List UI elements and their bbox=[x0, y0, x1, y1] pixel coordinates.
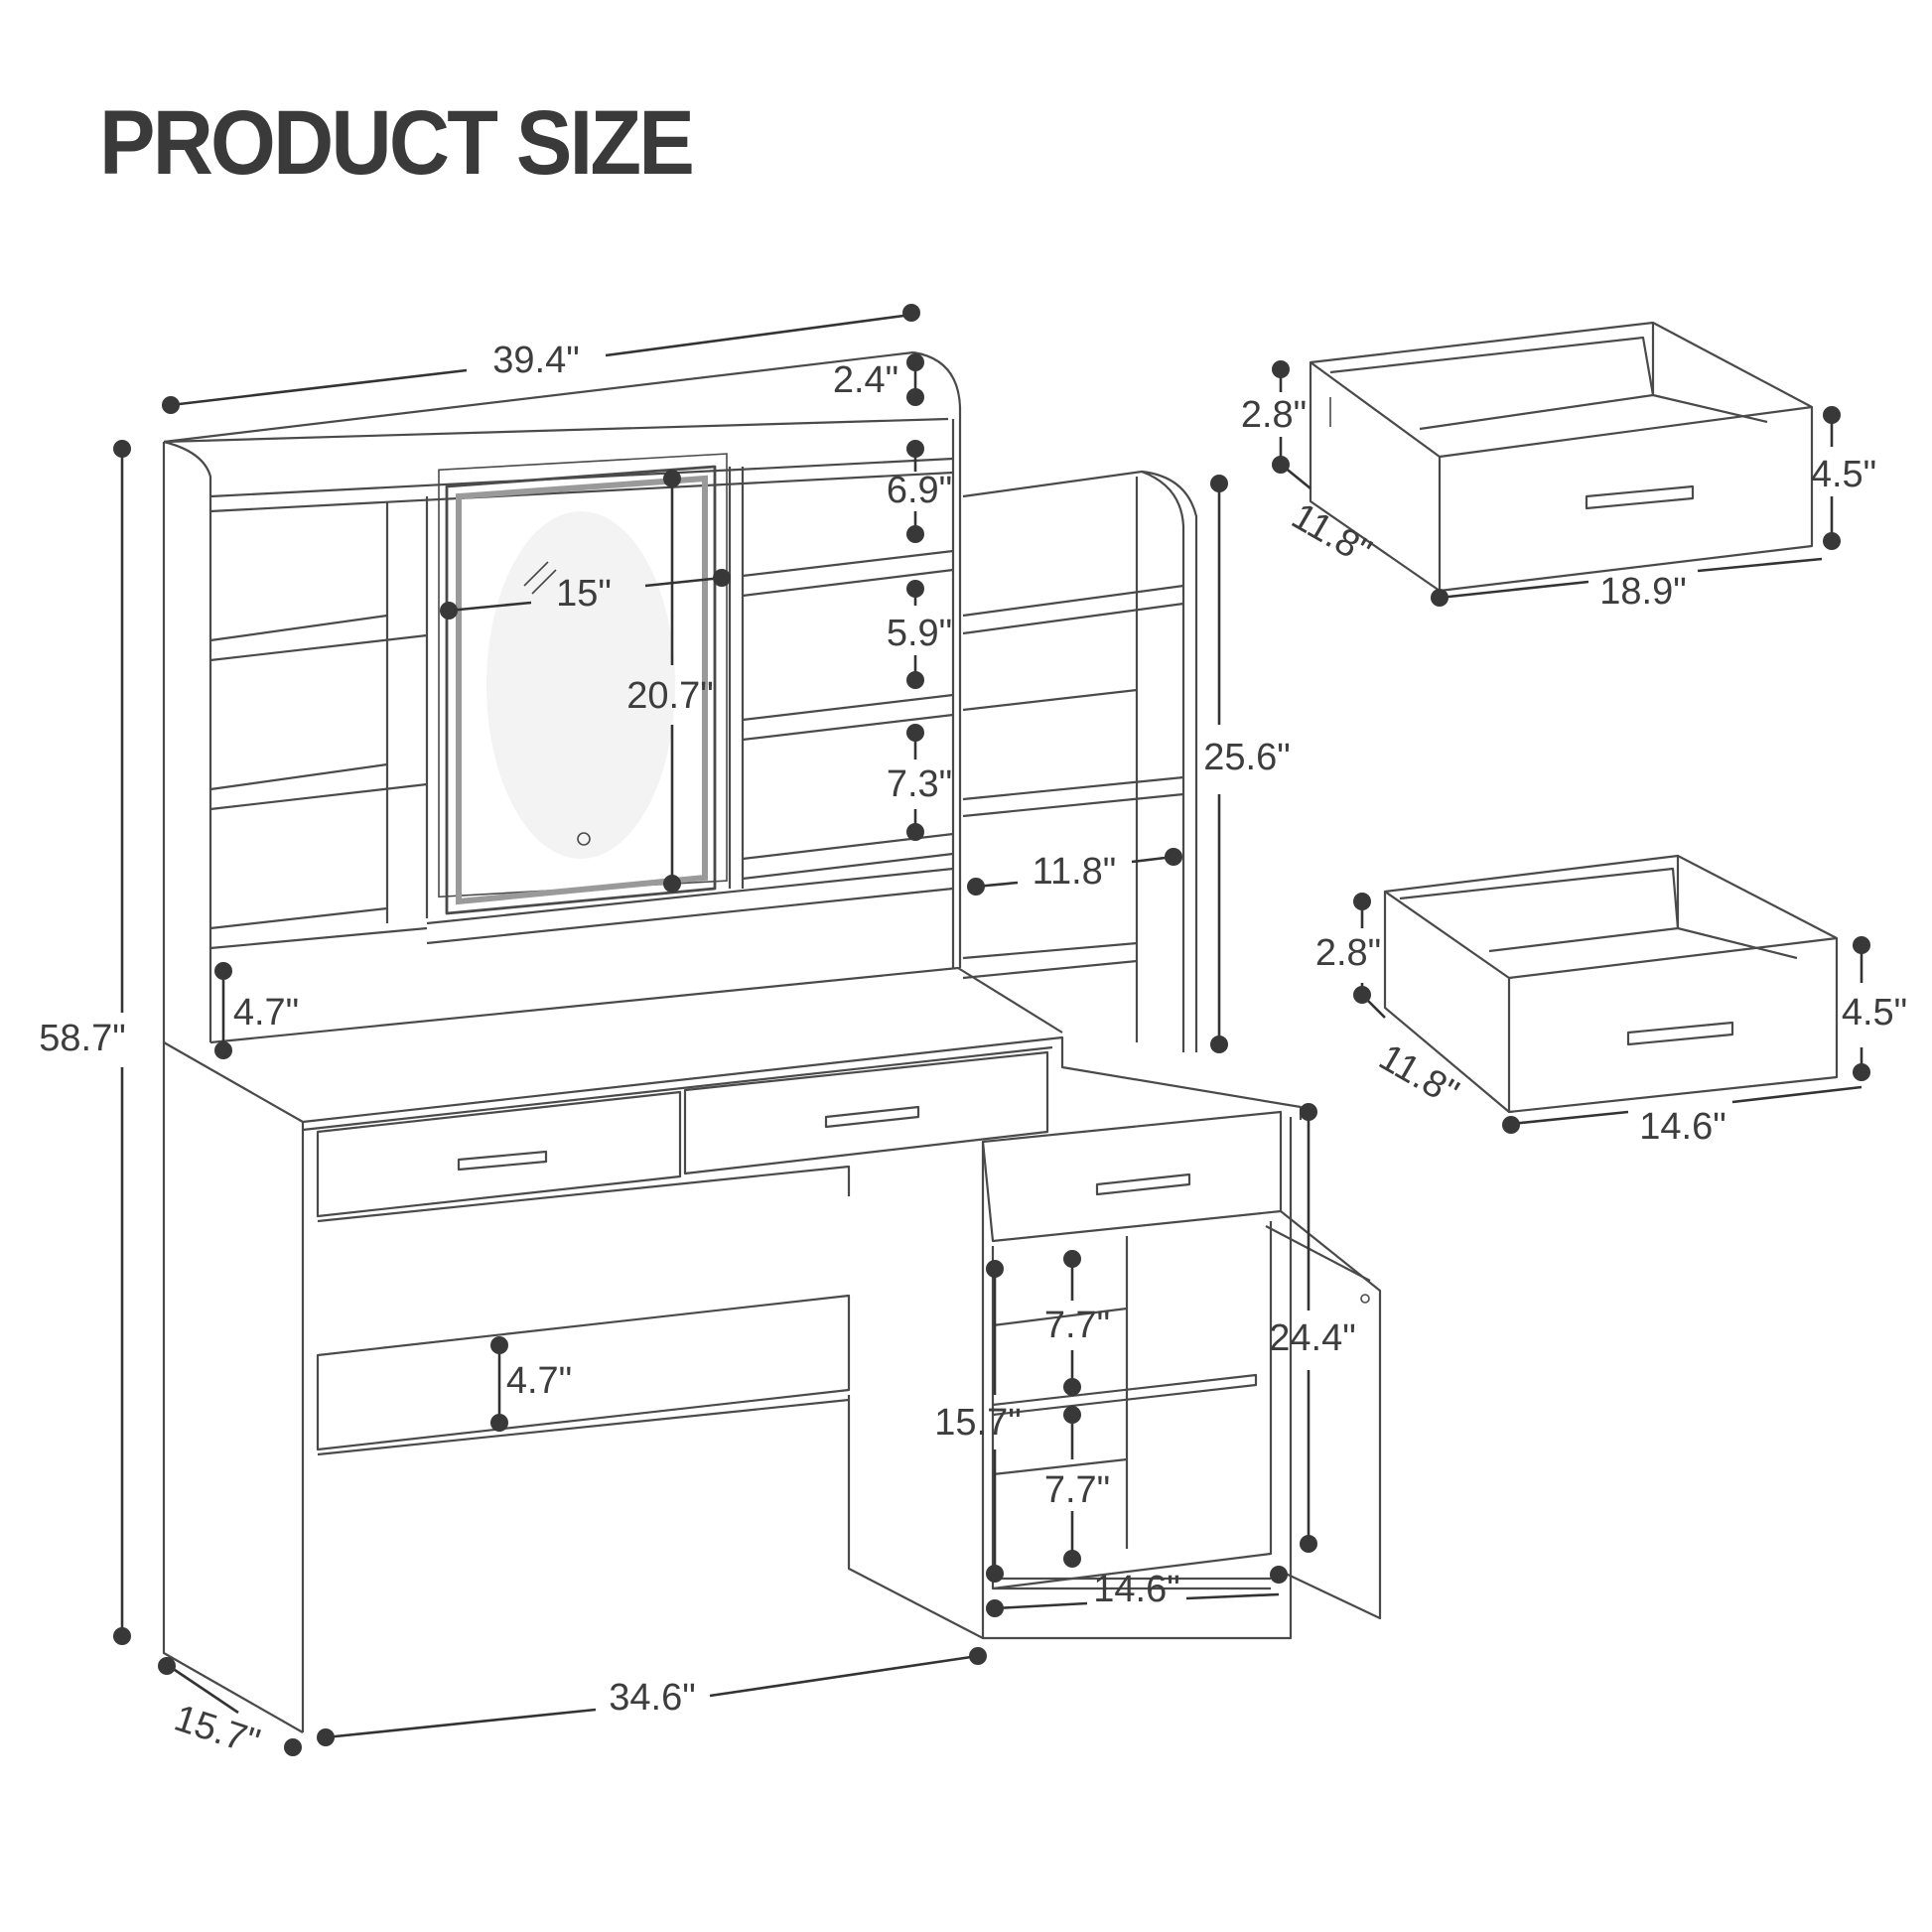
vanity-unit bbox=[162, 350, 1382, 1733]
middle-shelf-height-label: 5.9" bbox=[887, 613, 952, 654]
cabinet-interior-height-label: 15.7" bbox=[934, 1402, 1021, 1444]
lower-shelf-height-label: 7.3" bbox=[887, 763, 952, 805]
dimension-dots bbox=[113, 304, 1870, 1756]
overall-width-label: 39.4" bbox=[492, 340, 579, 381]
desk-depth-label: 15.7" bbox=[170, 1698, 265, 1764]
cabinet-interior-width-label: 14.6" bbox=[1093, 1569, 1179, 1610]
door-hinge-icon bbox=[1360, 1294, 1370, 1304]
page-title: PRODUCT SIZE bbox=[99, 92, 695, 194]
touch-switch-icon bbox=[577, 832, 591, 846]
large-drawer-illustration bbox=[1309, 321, 1814, 593]
large-drawer-width-label: 18.9" bbox=[1599, 571, 1686, 613]
large-drawer-front-height-label: 4.5" bbox=[1811, 454, 1876, 495]
mirror-width-label: 15" bbox=[556, 573, 612, 615]
small-drawer-illustration bbox=[1383, 854, 1839, 1114]
side-hutch-height-label: 25.6" bbox=[1203, 737, 1290, 778]
dimension-lines bbox=[120, 313, 1863, 1739]
overall-height-label: 58.7" bbox=[39, 1018, 125, 1059]
side-shelf-width-label: 11.8" bbox=[1033, 851, 1117, 893]
top-shelf-height-label: 6.9" bbox=[887, 470, 952, 511]
cabinet-bottom-shelf-height-label: 7.7" bbox=[1044, 1469, 1110, 1511]
cabinet-door-height-label: 24.4" bbox=[1269, 1317, 1355, 1359]
dimension-labels: 39.4" 2.4" 6.9" 5.9" 7.3" 15" 20.7" 58.7… bbox=[39, 340, 1907, 1764]
small-drawer-inner-height-label: 2.8" bbox=[1315, 932, 1381, 974]
small-drawer-front-height-label: 4.5" bbox=[1842, 992, 1907, 1034]
large-drawer-depth-label: 11.8" bbox=[1285, 495, 1378, 574]
desk-width-label: 34.6" bbox=[609, 1677, 695, 1719]
small-drawer-width-label: 14.6" bbox=[1639, 1106, 1725, 1148]
top-cap-height-label: 2.4" bbox=[833, 359, 898, 401]
large-drawer-inner-height-label: 2.8" bbox=[1241, 394, 1307, 436]
small-drawer-depth-label: 11.8" bbox=[1372, 1036, 1465, 1115]
cabinet-top-shelf-height-label: 7.7" bbox=[1044, 1305, 1110, 1346]
mirror-height-label: 20.7" bbox=[626, 675, 713, 717]
desk-gap-height-label: 4.7" bbox=[233, 992, 299, 1034]
desk-drawer-height-label: 4.7" bbox=[506, 1360, 572, 1402]
